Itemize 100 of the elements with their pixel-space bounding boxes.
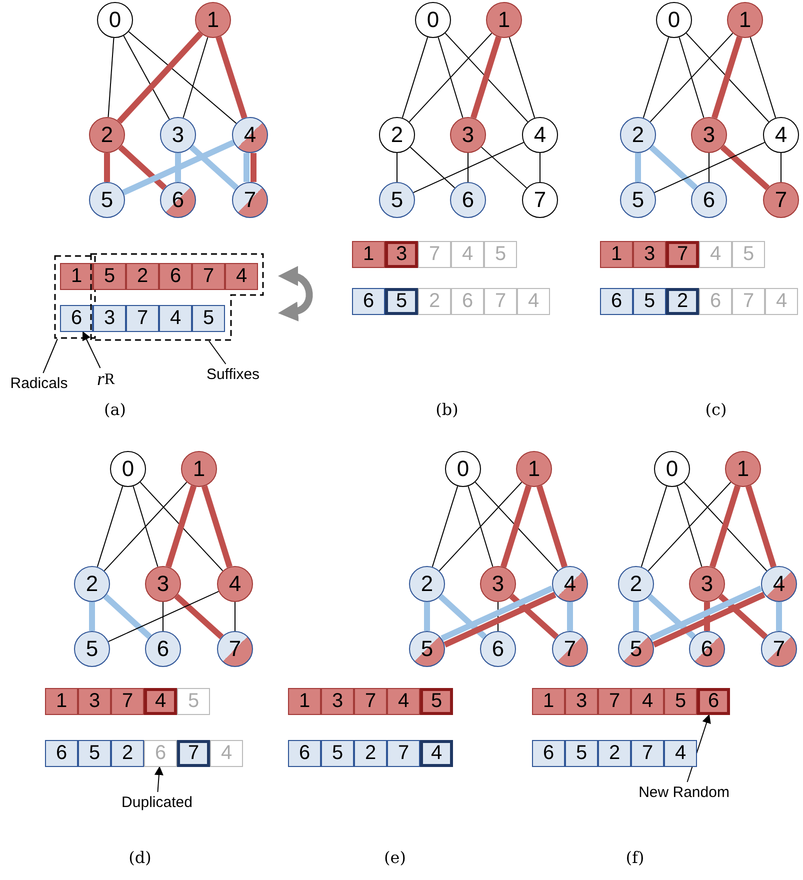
dashed-region (54, 255, 96, 339)
highlighted-edge (776, 602, 782, 631)
highlighted-edge (202, 485, 232, 568)
array-cell: 5 (664, 688, 697, 715)
array-cell: 4 (451, 241, 484, 268)
highlighted-edge (250, 153, 256, 182)
graph-edge (108, 590, 220, 642)
highlighted-edge (174, 594, 224, 640)
annotation-text: New Random (636, 782, 732, 802)
array-cell: 3 (633, 241, 666, 268)
graph-node: 5 (618, 631, 654, 667)
graph-edge (648, 482, 732, 572)
array-cell: 4 (631, 688, 664, 715)
array-cell: 4 (387, 688, 420, 715)
array-cell: 1 (600, 241, 633, 268)
graph-edge (412, 142, 524, 194)
graph-edge (474, 482, 558, 572)
graph-edge (642, 36, 670, 118)
array-cell: 6 (600, 288, 633, 315)
graph-edge (234, 602, 236, 632)
array-cell: 4 (159, 305, 192, 332)
highlighted-edge (116, 31, 204, 124)
array-cell: 3 (78, 688, 111, 715)
graph-node: 0 (656, 2, 692, 38)
graph-edge (432, 486, 458, 568)
graph-node: 3 (160, 117, 196, 153)
graph-node: 6 (689, 631, 725, 667)
graph-node: 3 (145, 566, 181, 602)
array-cell: 7 (354, 688, 387, 715)
array-cell: 2 (354, 740, 387, 767)
array-cell: 7 (666, 241, 699, 268)
graph-edge (182, 36, 208, 118)
graph-node: 5 (89, 182, 125, 218)
graph-node: 0 (415, 2, 451, 38)
array-cell: 1 (288, 688, 321, 715)
graph-edge (128, 31, 237, 124)
highlighted-edge (712, 36, 742, 119)
graph-node: 1 (181, 451, 217, 487)
graph-edge (684, 482, 768, 572)
array-cell: 1 (45, 688, 78, 715)
array-cell: 4 (144, 688, 177, 715)
graph-node: 5 (74, 631, 110, 667)
graph-edge (650, 32, 734, 122)
array-cell: 5 (732, 241, 765, 268)
array-cell: 4 (420, 740, 453, 767)
graph-edge (123, 35, 170, 120)
graph-edge (438, 482, 522, 572)
graph-edge (676, 486, 702, 568)
array-cell: 3 (565, 688, 598, 715)
graph-edge (444, 32, 528, 122)
leader-arrow (686, 714, 711, 782)
array-cell: 2 (126, 263, 159, 290)
highlighted-edge (635, 153, 641, 182)
highlighted-edge (567, 602, 573, 631)
array-cell: 4 (210, 740, 243, 767)
array-cell: 7 (387, 740, 420, 767)
graph-node: 0 (445, 451, 481, 487)
graph-node: 3 (691, 117, 727, 153)
array-cell: 7 (177, 740, 210, 767)
highlighted-edge (438, 594, 487, 640)
highlighted-edge (633, 602, 639, 631)
highlighted-edge (440, 586, 554, 642)
graph-node: 7 (763, 182, 799, 218)
graph-node: 7 (232, 182, 268, 218)
graph-node: 7 (761, 631, 797, 667)
highlighted-edge (175, 153, 181, 182)
array-cell: 6 (352, 288, 385, 315)
graph-node: 1 (195, 2, 231, 38)
graph-node: 5 (409, 631, 445, 667)
highlighted-edge (189, 144, 239, 190)
graph-edge (408, 32, 492, 122)
array-cell: 4 (517, 288, 550, 315)
array-cell: 6 (45, 740, 78, 767)
array-cell: 4 (765, 288, 798, 315)
array-cell: 2 (111, 740, 144, 767)
highlighted-edge (444, 592, 556, 648)
graph-node: 6 (145, 631, 181, 667)
graph-node: 4 (232, 117, 268, 153)
panel-label: (d) (128, 848, 152, 867)
highlighted-edge (720, 144, 770, 190)
highlighted-edge (718, 594, 768, 640)
graph-node: 6 (450, 182, 486, 218)
graph-node: 2 (409, 566, 445, 602)
graph-node: 7 (522, 182, 558, 218)
graph-edge (508, 36, 536, 118)
graph-edge (480, 146, 528, 188)
graph-edge (108, 37, 114, 118)
highlighted-edge (118, 144, 167, 190)
graph-node: 3 (689, 566, 725, 602)
array-cell: 5 (321, 740, 354, 767)
array-cell: 6 (60, 305, 93, 332)
highlighted-edge (746, 485, 776, 568)
graph-node: 2 (379, 117, 415, 153)
leader-arrow (82, 331, 101, 368)
annotation-text: Radicals (6, 373, 72, 393)
array-cell: 7 (192, 263, 225, 290)
highlighted-edge (122, 140, 235, 196)
array-cell: 7 (418, 241, 451, 268)
array-cell: 3 (93, 305, 126, 332)
graph-node: 5 (379, 182, 415, 218)
